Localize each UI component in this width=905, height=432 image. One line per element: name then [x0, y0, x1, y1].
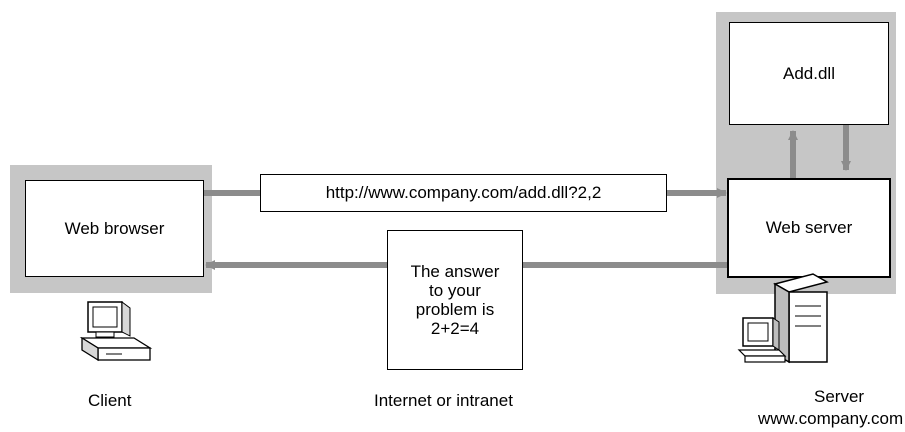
- network-caption: Internet or intranet: [374, 391, 513, 410]
- computer-icon: [79, 301, 153, 362]
- request-url-label: http://www.company.com/add.dll?2,2: [325, 183, 602, 202]
- add-dll-label: Add.dll: [783, 63, 835, 83]
- client-caption: Client: [88, 391, 132, 410]
- web-browser-box: Web browser: [25, 180, 204, 277]
- server-host: www.company.com: [758, 409, 904, 428]
- request-url-box: http://www.company.com/add.dll?2,2: [260, 174, 667, 212]
- response-text: The answer to your problem is 2+2=4: [410, 262, 500, 338]
- response-box: The answer to your problem is 2+2=4: [387, 230, 523, 370]
- web-browser-label: Web browser: [64, 218, 165, 238]
- web-server-box: Web server: [727, 178, 891, 278]
- add-dll-box: Add.dll: [729, 22, 889, 125]
- web-server-label: Web server: [765, 218, 853, 237]
- server-icon: [737, 273, 829, 364]
- server-caption: Server: [814, 387, 865, 406]
